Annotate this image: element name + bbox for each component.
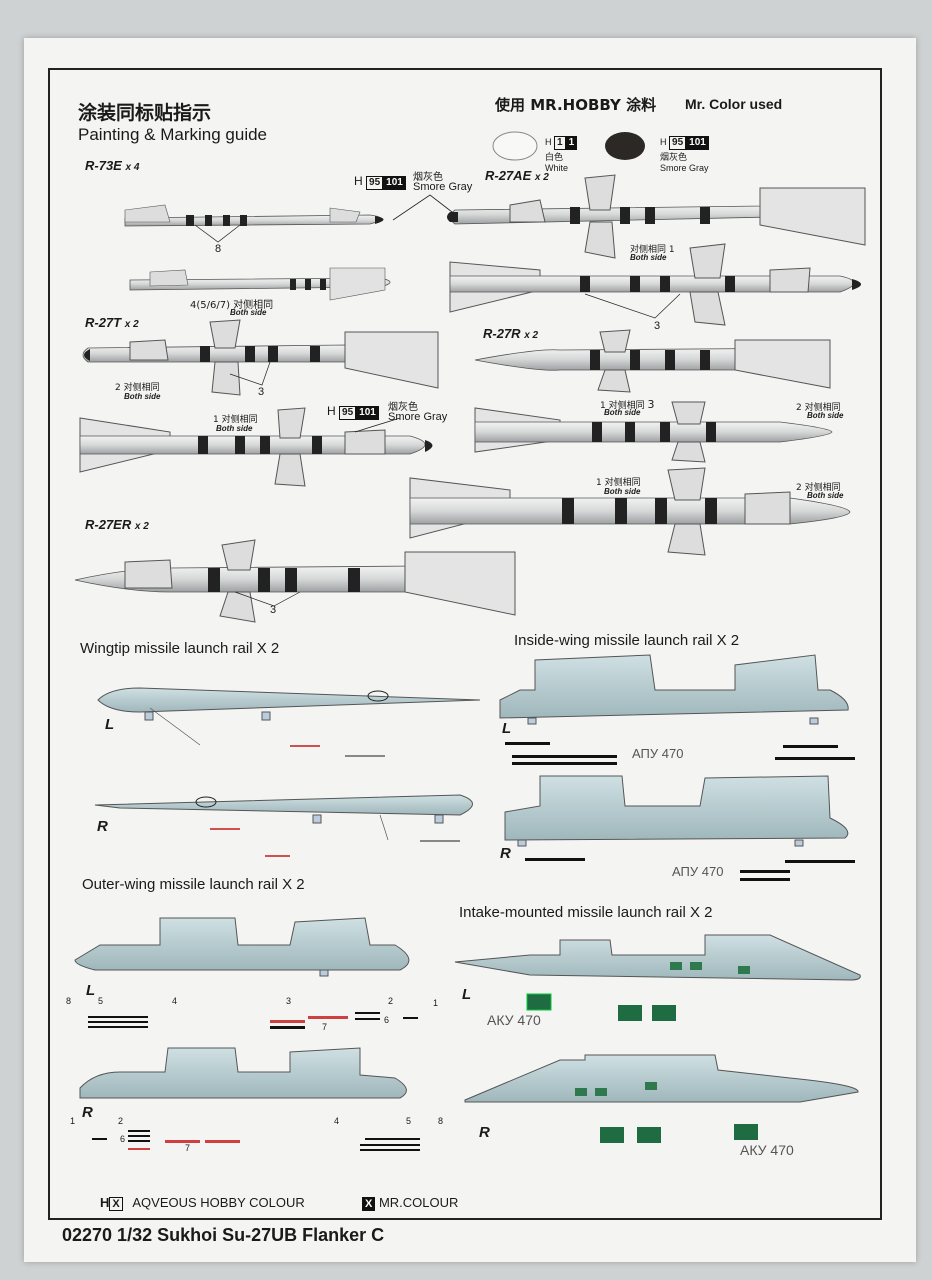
r27t-note-1-en: Both side (216, 424, 253, 433)
smoke-gray-cn-2: 烟灰色 (388, 402, 418, 413)
intake-R: R (479, 1124, 490, 1141)
r27ae-note-en: Both side (630, 253, 667, 262)
outer-r-num: 4 (334, 1116, 340, 1126)
intake-code-2: АКУ 470 (740, 1142, 794, 1158)
r27t-missile-2 (79, 407, 433, 487)
intake-green-decals (526, 993, 758, 1143)
r27r-missile-1 (474, 329, 831, 393)
outer-r-num: 6 (120, 1134, 126, 1144)
r27er-missile (74, 539, 516, 623)
r27t-note-2-en: Both side (124, 392, 161, 401)
intake-rail-right (464, 1054, 859, 1103)
r27t-missile-1 (82, 319, 439, 396)
outer-R: R (82, 1104, 93, 1121)
wingtip-R: R (97, 818, 108, 835)
sheet-border (48, 68, 882, 1220)
outer-r-num: 5 (406, 1116, 412, 1126)
r27t-label: R-27T x 2 (85, 315, 139, 330)
r27ae-num-3: 3 (654, 320, 661, 332)
wingtip-rail-left (97, 687, 481, 746)
inside-R: R (500, 845, 511, 862)
outer-wing-decal-stripes (88, 1012, 420, 1151)
inside-wing-rail-right (504, 775, 849, 847)
r27r-note-2b-en: Both side (807, 491, 844, 500)
r27ae-label: R-27AE x 2 (485, 168, 549, 183)
wingtip-rail-title: Wingtip missile launch rail X 2 (80, 640, 280, 657)
r73e-missile-1 (124, 204, 384, 227)
outer-rail-title: Outer-wing missile launch rail X 2 (82, 876, 305, 893)
outer-l-num: 5 (98, 996, 104, 1006)
r27r-note-2b: 2 对侧相同 (796, 483, 841, 493)
outer-r-num: 2 (118, 1116, 124, 1126)
smoke-gray-en-2: Smore Gray (388, 411, 448, 423)
r73e-note: 4(5/6/7) 对侧相同 (190, 300, 274, 311)
outer-r-num: 7 (185, 1143, 191, 1153)
inside-L: L (502, 720, 512, 737)
outer-l-num: 3 (286, 996, 292, 1006)
inside-wing-rail-left (499, 654, 849, 725)
legend-mr-colour: X MR.COLOUR (362, 1195, 458, 1211)
outer-l-num: 2 (388, 996, 394, 1006)
wingtip-rail-decals (210, 745, 460, 857)
intake-rail-title: Intake-mounted missile launch rail X 2 (459, 904, 713, 921)
title-chinese: 涂装同标贴指示 (78, 102, 212, 124)
r27r-note-1b: 1 对侧相同 (596, 478, 641, 488)
r73e-num-8: 8 (215, 243, 222, 255)
inside-rail-title: Inside-wing missile launch rail X 2 (514, 632, 740, 649)
outer-l-num: 7 (322, 1022, 328, 1032)
title-english: Painting & Marking guide (78, 125, 268, 144)
r27t-note-2: 2 对侧相同 (115, 383, 160, 393)
outer-wing-rail-left (74, 917, 410, 977)
paint-brand-chinese: 使用 MR.HOBBY 涂料 (495, 96, 657, 114)
smoke-gray-paint-swatch (605, 132, 645, 160)
smoke-gray-en-1: Smore Gray (413, 181, 473, 193)
r27r-note-1b-en: Both side (604, 487, 641, 496)
inside-code-1: АПУ 470 (632, 746, 684, 761)
footer-title: 02270 1/32 Sukhoi Su-27UB Flanker C (62, 1225, 385, 1245)
paint-brand-english: Mr. Color used (685, 96, 783, 112)
r27ae-missile-2 (449, 243, 861, 326)
r27r-note-2a-en: Both side (807, 411, 844, 420)
outer-l-num: 1 (433, 998, 439, 1008)
wingtip-L: L (105, 716, 115, 733)
r27r-note-1a: 1 对侧相同 3 (600, 398, 655, 411)
white-paint-swatch (492, 131, 538, 161)
outer-l-num: 8 (66, 996, 72, 1006)
r27r-note-1a-en: Both side (604, 408, 641, 417)
outer-wing-rail-right (79, 1047, 407, 1099)
r27ae-missile-1 (447, 174, 866, 259)
inside-code-2: АПУ 470 (672, 864, 724, 879)
r27er-num-3: 3 (270, 604, 277, 616)
r27r-missile-2 (474, 401, 833, 463)
r27er-label: R-27ER x 2 (85, 517, 149, 532)
inside-wing-decal-stripes (505, 742, 855, 881)
outer-l-num: 6 (384, 1015, 390, 1025)
outer-L: L (86, 982, 96, 999)
wingtip-rail-right (94, 794, 473, 841)
r27r-missile-3 (409, 467, 851, 556)
outer-r-num: 1 (70, 1116, 76, 1126)
intake-code-1: АКУ 470 (487, 1012, 541, 1028)
r27t-note-1: 1 对侧相同 (213, 415, 258, 425)
outer-l-num: 4 (172, 996, 178, 1006)
r73e-missile-2 (129, 267, 391, 301)
r27t-num-3: 3 (258, 386, 265, 398)
r27r-label: R-27R x 2 (483, 326, 539, 341)
r27r-note-2a: 2 对侧相同 (796, 403, 841, 413)
r27ae-note: 对侧相同 1 (630, 245, 675, 255)
outer-r-num: 8 (438, 1116, 444, 1126)
intake-rail-left (454, 934, 861, 981)
smoke-gray-cn-1: 烟灰色 (413, 172, 443, 183)
intake-L: L (462, 986, 472, 1003)
r73e-label: R-73E x 4 (85, 158, 140, 173)
r73e-note-en: Both side (230, 308, 267, 317)
